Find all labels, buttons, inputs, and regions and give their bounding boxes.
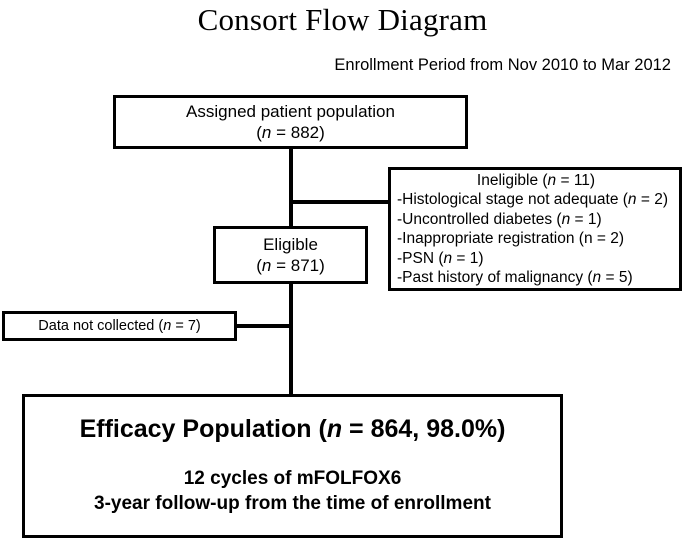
connector-branch-to-data-not-collected [235,324,291,328]
connector-branch-to-ineligible [289,200,390,204]
ineligible-item: -PSN (n = 1) [397,249,675,269]
assigned-count: (n = 882) [256,122,325,143]
ineligible-item-n-symbol: n [583,230,593,247]
ineligible-item: -Uncontrolled diabetes (n = 1) [397,210,675,230]
efficacy-treatment-line: 12 cycles of mFOLFOX6 [183,468,402,489]
data-not-collected-prefix: Data not collected ( [38,318,164,334]
ineligible-item: -Past history of malignancy (n = 5) [397,268,675,288]
efficacy-headline-prefix: Efficacy Population ( [79,415,327,443]
eligible-paren-open: ( [256,256,262,275]
ineligible-item-suffix: = 1) [570,210,602,228]
ineligible-item-text: -Past history of malignancy ( [397,269,593,286]
ineligible-item-n-symbol: n [627,191,637,208]
ineligible-item-n-symbol: n [561,210,571,228]
box-ineligible-reasons: Ineligible (n = 11) -Histological stage … [388,167,682,291]
efficacy-headline: Efficacy Population (n = 864, 98.0%) [80,414,506,444]
box-efficacy-population: Efficacy Population (n = 864, 98.0%) 12 … [22,394,563,538]
ineligible-item-text: -Inappropriate registration ( [397,230,584,247]
ineligible-header: Ineligible (n = 11) [397,171,675,191]
ineligible-item-text: -PSN ( [397,249,444,267]
page-title: Consort Flow Diagram [197,2,488,37]
box-data-not-collected: Data not collected (n = 7) [2,311,237,341]
ineligible-item-suffix: = 2) [592,230,625,247]
assigned-paren-open: ( [256,123,262,142]
box-eligible: Eligible (n = 871) [213,226,368,284]
data-not-collected-suffix: = 7) [171,318,201,334]
ineligible-item-text: -Uncontrolled diabetes ( [397,210,562,228]
assigned-label: Assigned patient population [186,102,395,121]
ineligible-item: -Histological stage not adequate (n = 2) [397,190,675,210]
connector-assigned-to-eligible [289,147,293,228]
enrollment-period-subtitle: Enrollment Period from Nov 2010 to Mar 2… [334,56,671,74]
connector-eligible-to-efficacy [289,281,293,396]
eligible-n-value: = 871) [271,256,325,275]
data-not-collected-text: Data not collected (n = 7) [38,317,200,335]
efficacy-followup-line: 3-year follow-up from the time of enroll… [94,493,491,514]
ineligible-item-n-symbol: n [443,249,453,267]
eligible-label: Eligible [263,235,318,254]
ineligible-item-n-symbol: n [592,269,602,286]
ineligible-item-suffix: = 2) [636,191,668,208]
ineligible-item-text: -Histological stage not adequate ( [397,191,628,208]
ineligible-header-n-symbol: n [547,171,557,189]
efficacy-n-symbol: n [326,415,343,443]
ineligible-header-prefix: Ineligible ( [476,171,548,189]
data-not-collected-n-symbol: n [163,318,172,334]
assigned-n-symbol: n [261,123,272,142]
box-assigned-patient-population: Assigned patient population (n = 882) [113,95,468,149]
ineligible-item-suffix: = 5) [601,269,633,286]
ineligible-header-suffix: = 11) [556,171,596,189]
assigned-n-value: = 882) [271,123,325,142]
ineligible-item: -Inappropriate registration (n = 2) [397,229,675,249]
eligible-n-symbol: n [261,256,272,275]
ineligible-item-suffix: = 1) [452,249,484,267]
eligible-count: (n = 871) [256,255,325,276]
efficacy-headline-suffix: = 864, 98.0%) [342,415,506,443]
